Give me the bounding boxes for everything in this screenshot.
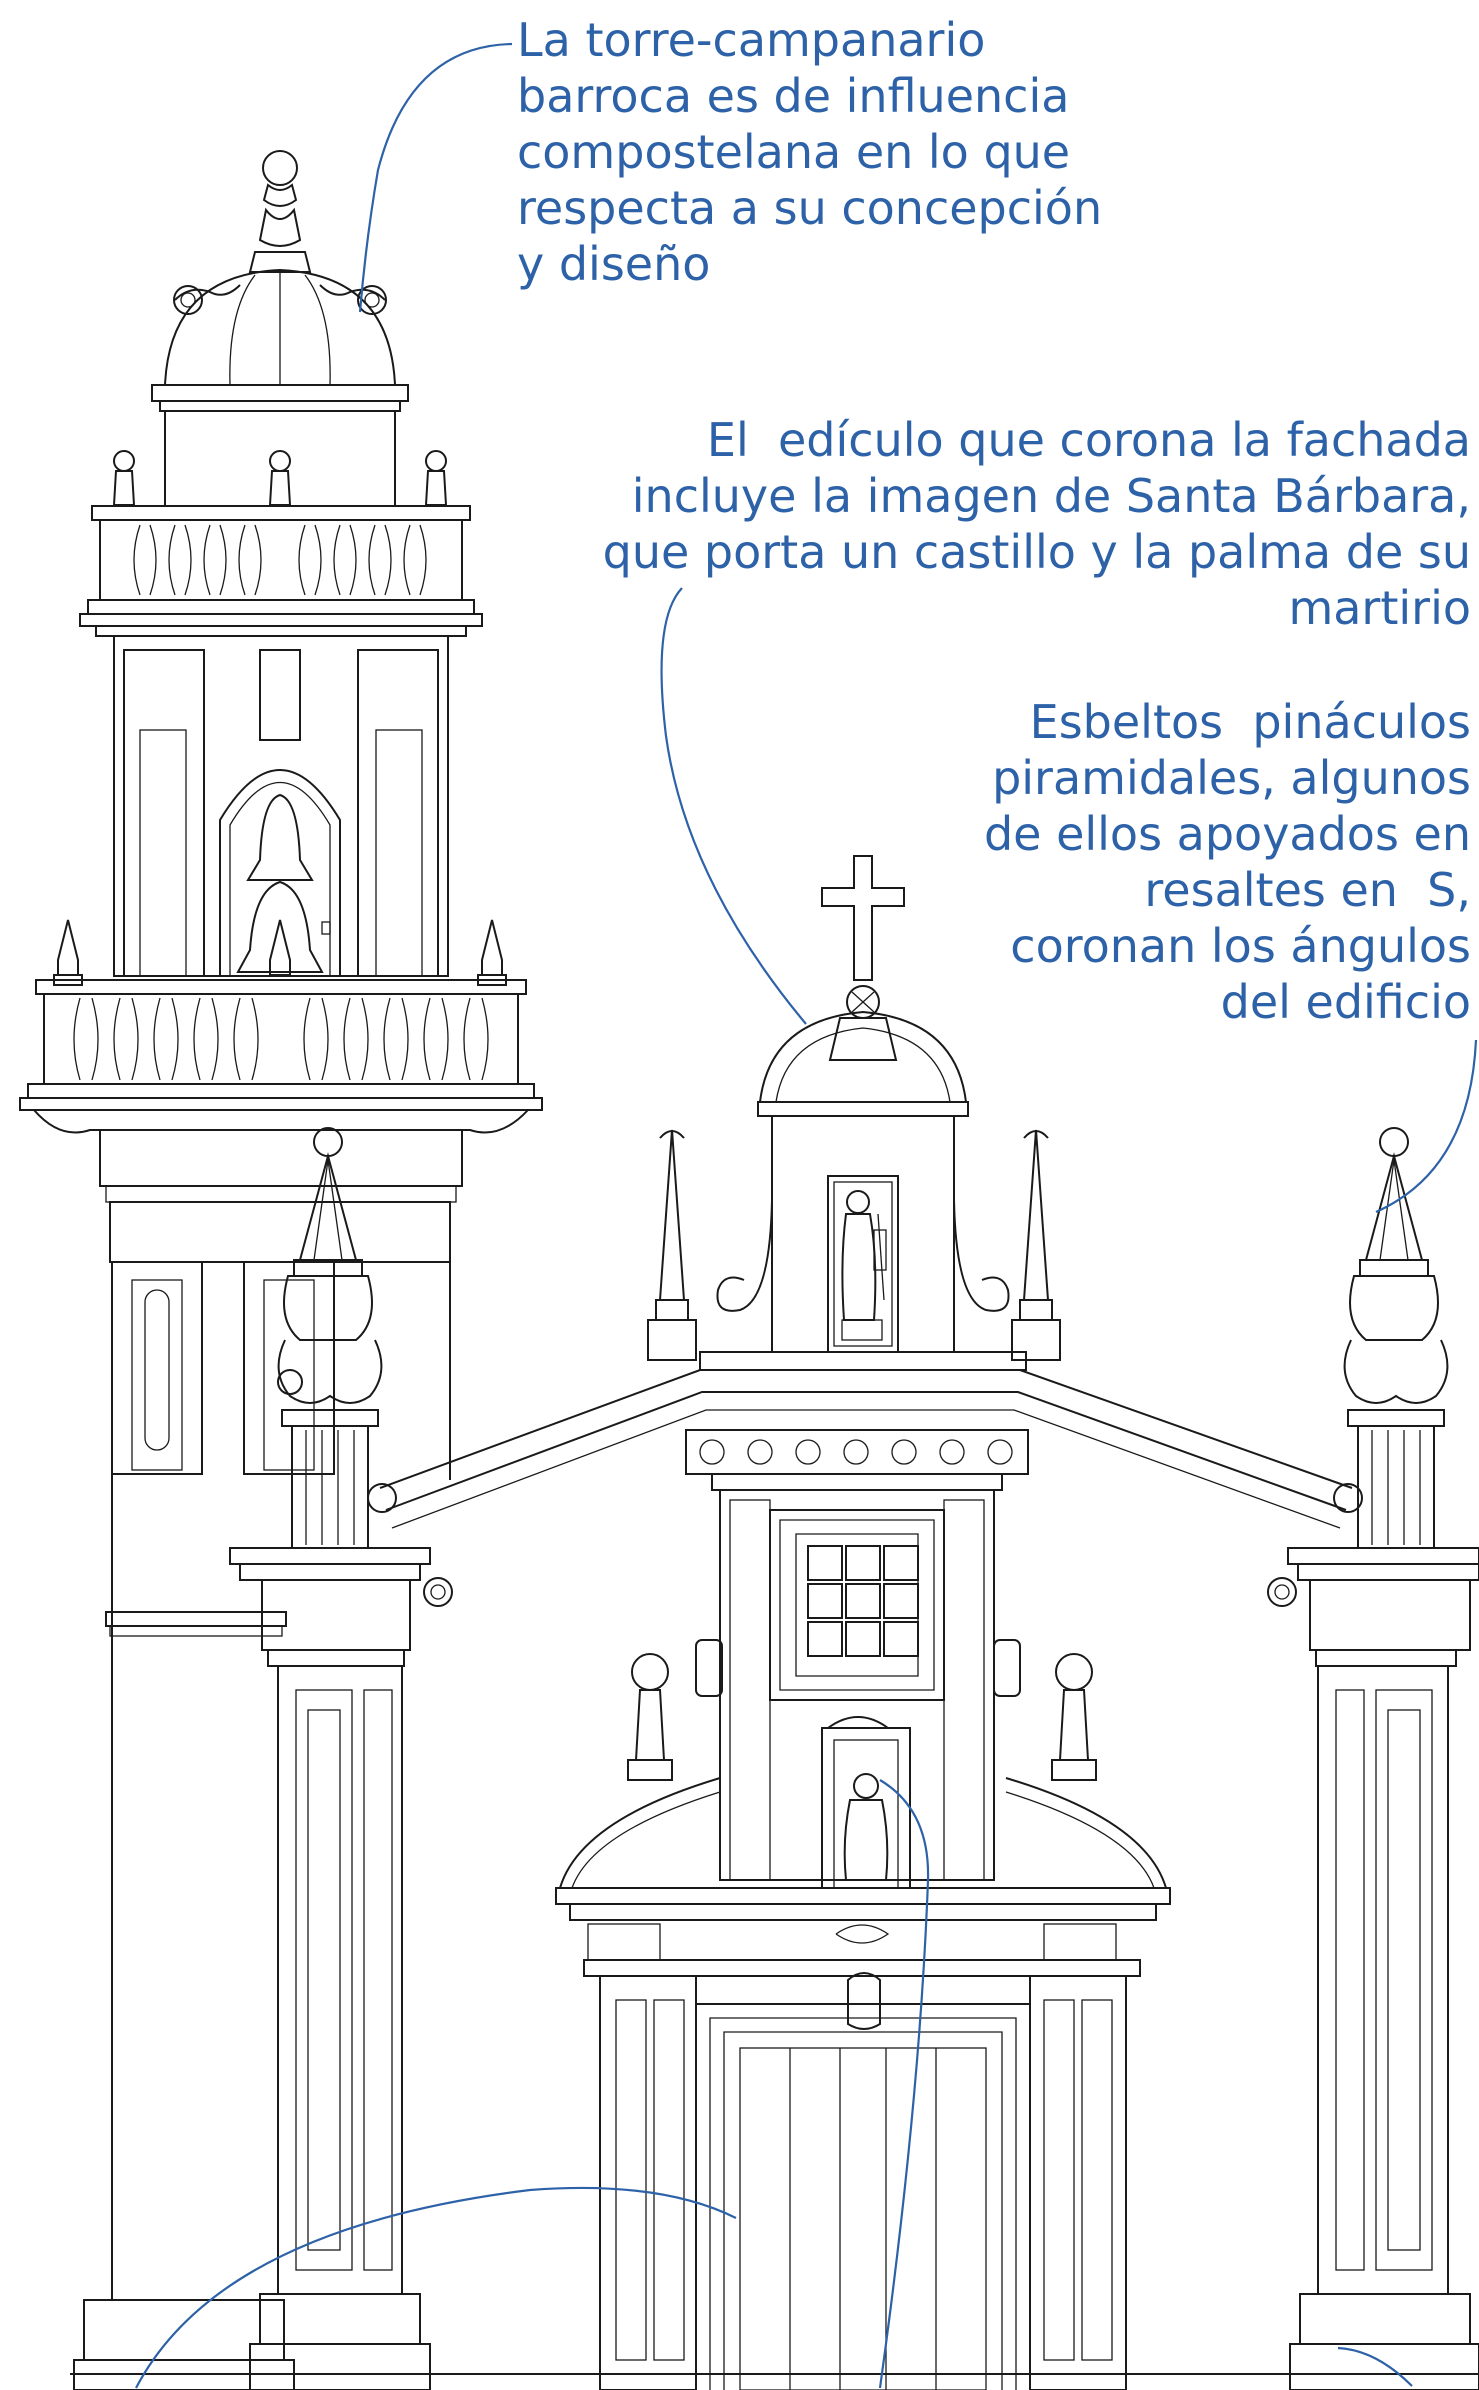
tower-annotation-line: compostelana en lo que	[517, 125, 1071, 179]
aedicule-annotation-line: que porta un castillo y la palma de su	[602, 525, 1471, 579]
pinnacles-annotation-line: coronan los ángulos	[1010, 919, 1471, 973]
tower-annotation-line: barroca es de influencia	[517, 69, 1070, 123]
aedicule-obelisks	[647, 1129, 1061, 1361]
lower-left-leader-line	[135, 2186, 737, 2389]
central-bay	[555, 1429, 1171, 2390]
lower-niche-saint-figure	[843, 1773, 889, 1881]
lower-right-leader-line	[1337, 2346, 1413, 2387]
pinnacles-leader-line	[1375, 1039, 1478, 1214]
aedicule-leader-line	[660, 587, 807, 1025]
right-pier	[1267, 1127, 1479, 2390]
pinnacles-annotation-line: Esbeltos pináculos	[1029, 695, 1471, 749]
aedicule-annotation-line: martirio	[1288, 581, 1471, 635]
tower-upper-balustrade	[79, 505, 483, 637]
aedicule-annotation-line: El edículo que corona la fachada	[706, 413, 1471, 467]
lower-center-leader-line	[878, 1779, 930, 2389]
facade-gable	[367, 1369, 1363, 1529]
tower-annotation: La torre-campanario barroca es de influe…	[517, 12, 1102, 292]
tower-shaft	[73, 1129, 463, 2390]
tower-annotation-line: La torre-campanario	[517, 13, 986, 67]
left-pier	[229, 1127, 453, 2390]
lower-bell-icon	[236, 880, 324, 973]
pinnacles-annotation-line: de ellos apoyados en	[983, 807, 1471, 861]
tower-annotation-line: respecta a su concepción	[517, 181, 1103, 235]
aedicule-annotation: El edículo que corona la fachada incluye…	[603, 412, 1471, 636]
pinnacles-annotation-line: piramidales, algunos	[992, 751, 1471, 805]
santa-barbara-figure	[841, 1190, 887, 1341]
tower-upper-finials	[112, 450, 448, 506]
tower-annotation-line: y diseño	[517, 237, 711, 291]
pinnacles-annotation-line: resaltes en S,	[1144, 863, 1471, 917]
aedicule-annotation-line: incluye la imagen de Santa Bárbara,	[631, 469, 1471, 523]
cross-icon	[821, 855, 905, 981]
central-window	[807, 1545, 919, 1657]
tower-leader-line	[358, 42, 513, 313]
tower-lower-balustrade	[19, 979, 543, 1134]
pinnacles-annotation-line: del edificio	[1220, 975, 1471, 1029]
pinnacles-annotation: Esbeltos pináculos piramidales, algunos …	[984, 694, 1471, 1030]
crowning-aedicule	[647, 855, 1061, 1371]
upper-bell-icon	[246, 793, 314, 881]
annotation-leader-lines	[135, 42, 1478, 2389]
bell-tower	[19, 150, 543, 2390]
tower-dome	[151, 268, 409, 412]
tower-finial	[248, 150, 312, 273]
